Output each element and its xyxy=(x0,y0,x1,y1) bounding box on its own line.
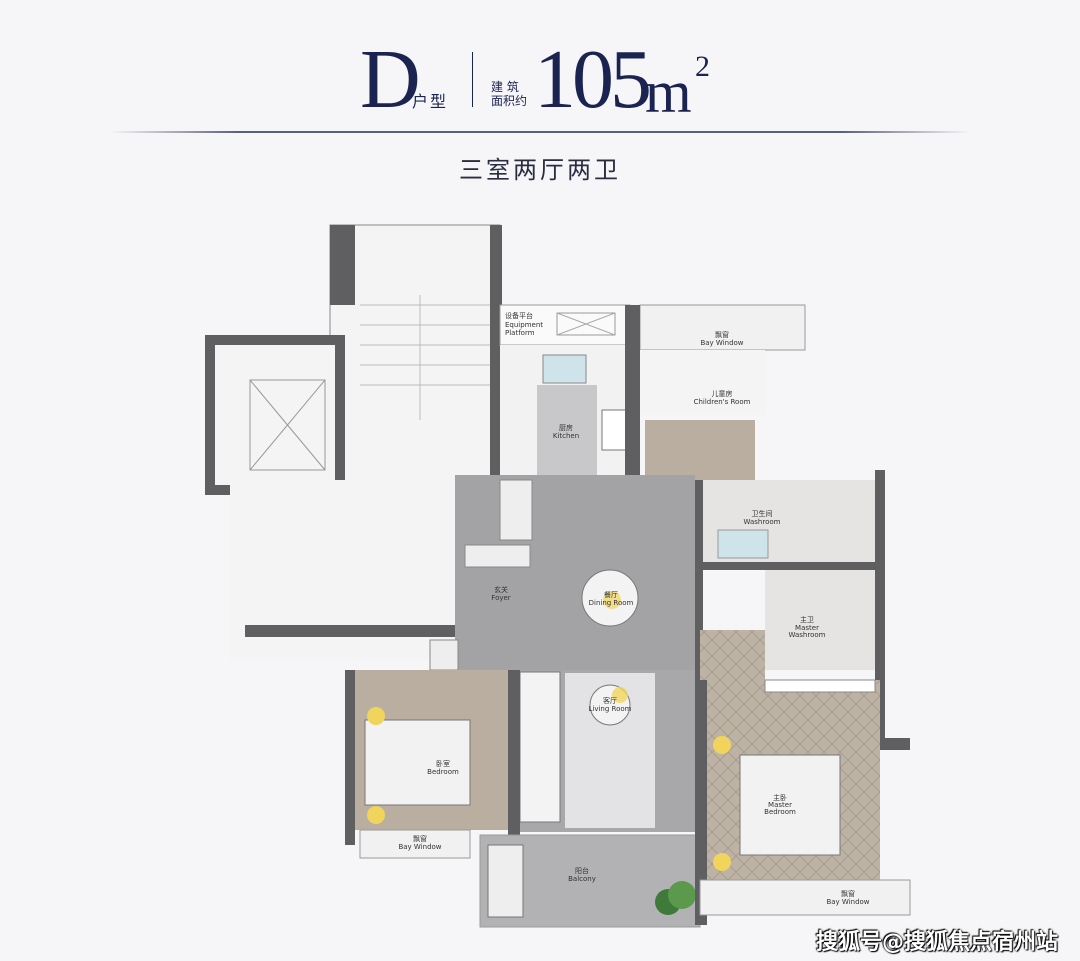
master-washroom-en2: Washroom xyxy=(789,631,826,639)
master-bay-en: Bay Window xyxy=(826,898,869,906)
header-rule xyxy=(110,131,970,133)
kitchen-cn: 厨房 xyxy=(559,423,573,432)
children-bay-cn: 飘窗 xyxy=(715,330,729,339)
foyer-en: Foyer xyxy=(491,594,511,602)
children-en: Children's Room xyxy=(694,398,751,406)
divider xyxy=(472,52,473,107)
area-label-line1: 建 筑 xyxy=(491,80,519,94)
master-cn: 主卧 xyxy=(773,793,787,802)
layout-description: 三室两厅两卫 xyxy=(459,156,621,184)
dining-cn: 餐厅 xyxy=(604,590,618,599)
bedroom-bay-en: Bay Window xyxy=(398,843,441,851)
area-unit: m xyxy=(645,59,692,125)
master-en2: Bedroom xyxy=(764,808,796,816)
washroom-en: Washroom xyxy=(744,518,781,526)
balcony-cn: 阳台 xyxy=(575,866,589,875)
unit-type-letter: D xyxy=(360,33,421,126)
stair-core xyxy=(329,224,502,486)
header: D 户型 建 筑 面积约 105 m 2 三室两厅两卫 xyxy=(0,0,1080,200)
dining-table xyxy=(581,569,639,627)
master-en1: Master xyxy=(768,801,792,809)
master-washroom xyxy=(765,570,880,670)
dining-en: Dining Room xyxy=(589,599,634,607)
room-labels: 设备平台 Equipment Platform 飘窗 Bay Window 儿童… xyxy=(398,311,869,906)
bedroom-bay-cn: 飘窗 xyxy=(413,834,427,843)
lobby-wall xyxy=(245,625,460,637)
master-washroom-cn: 主卫 xyxy=(800,615,814,624)
balcony-en: Balcony xyxy=(568,875,596,883)
children-cn: 儿童房 xyxy=(712,389,733,398)
master-bay-window xyxy=(699,879,911,916)
area-label-line2: 面积约 xyxy=(491,94,528,108)
master-washroom-en1: Master xyxy=(795,624,819,632)
living-cn: 客厅 xyxy=(603,696,617,705)
childrens-room xyxy=(640,350,765,415)
equipment-en1: Equipment xyxy=(505,321,543,329)
foyer-dining-area xyxy=(455,475,695,670)
foyer-cn: 玄关 xyxy=(494,585,508,594)
area-label: 建 筑 面积约 xyxy=(491,80,533,108)
washroom-cn: 卫生间 xyxy=(752,509,773,518)
elevator xyxy=(205,335,345,495)
living-en: Living Room xyxy=(589,705,632,713)
bedroom-en: Bedroom xyxy=(427,768,459,776)
master-bay-cn: 飘窗 xyxy=(841,889,855,898)
equipment-en2: Platform xyxy=(505,329,535,337)
kitchen-en: Kitchen xyxy=(553,432,579,440)
equipment-cn: 设备平台 xyxy=(505,311,533,320)
area-unit-superscript: 2 xyxy=(695,50,710,83)
unit-type-label: 户型 xyxy=(412,92,449,111)
children-bay-en: Bay Window xyxy=(700,339,743,347)
area-value: 105 xyxy=(534,33,652,126)
bedroom-cn: 卧室 xyxy=(436,759,450,768)
bedroom-bay-window xyxy=(359,829,471,859)
watermark: 搜狐号@搜狐焦点宿州站 xyxy=(815,930,1058,955)
